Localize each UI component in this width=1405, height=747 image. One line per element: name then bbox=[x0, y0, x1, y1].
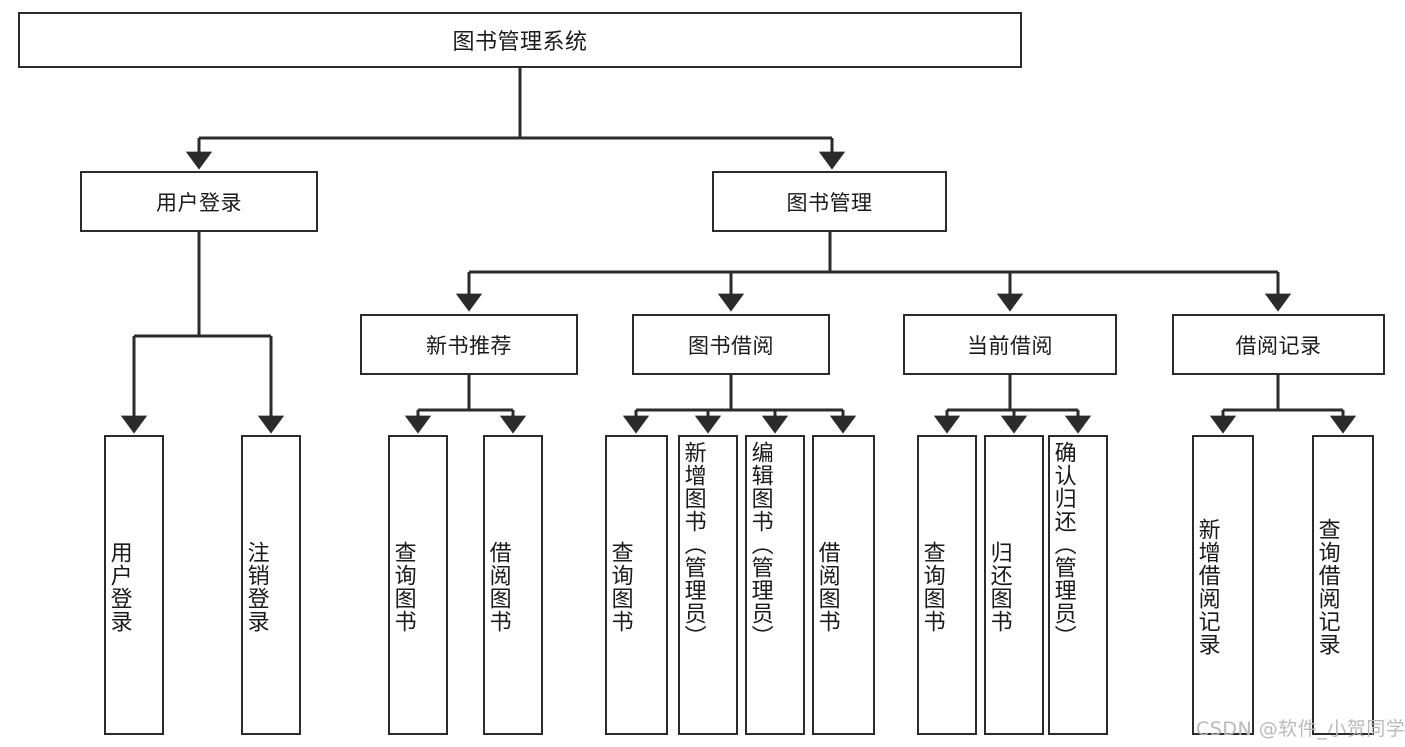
node-book-borrow[interactable]: 图书借阅 bbox=[632, 314, 830, 375]
node-label: 注销登录 bbox=[243, 541, 269, 633]
node-new-book-recommend[interactable]: 新书推荐 bbox=[360, 314, 578, 375]
node-label: 用户登录 bbox=[156, 190, 242, 215]
watermark: CSDN @软件_小贺同学 bbox=[1196, 718, 1405, 740]
node-label: 新增图书（管理员） bbox=[680, 441, 706, 648]
node-leaf-add-record[interactable]: 新增借阅记录 bbox=[1192, 435, 1254, 735]
node-label: 借阅图书 bbox=[485, 541, 511, 633]
node-leaf-logout[interactable]: 注销登录 bbox=[241, 435, 301, 735]
node-leaf-borrow-book-1[interactable]: 借阅图书 bbox=[483, 435, 543, 735]
node-label: 借阅记录 bbox=[1235, 333, 1322, 358]
node-leaf-edit-book[interactable]: 编辑图书（管理员） bbox=[745, 435, 805, 735]
node-leaf-return-book[interactable]: 归还图书 bbox=[984, 435, 1044, 735]
node-leaf-confirm-return[interactable]: 确认归还（管理员） bbox=[1048, 435, 1108, 735]
node-leaf-query-book-2[interactable]: 查询图书 bbox=[605, 435, 668, 735]
node-label: 确认归还（管理员） bbox=[1050, 441, 1076, 648]
node-user-login[interactable]: 用户登录 bbox=[80, 171, 318, 232]
node-label: 查询图书 bbox=[390, 541, 416, 633]
node-root[interactable]: 图书管理系统 bbox=[18, 12, 1022, 68]
node-current-borrow[interactable]: 当前借阅 bbox=[903, 314, 1117, 375]
node-label: 当前借阅 bbox=[967, 333, 1053, 358]
node-book-manage[interactable]: 图书管理 bbox=[712, 171, 947, 232]
node-label: 归还图书 bbox=[986, 541, 1012, 633]
node-label: 新书推荐 bbox=[426, 333, 512, 358]
node-borrow-record[interactable]: 借阅记录 bbox=[1172, 314, 1385, 375]
node-label: 查询图书 bbox=[919, 541, 945, 633]
node-label: 借阅图书 bbox=[814, 541, 840, 633]
node-label: 查询借阅记录 bbox=[1314, 518, 1340, 656]
node-label: 图书管理 bbox=[786, 190, 873, 215]
node-leaf-query-book-1[interactable]: 查询图书 bbox=[388, 435, 448, 735]
node-label: 图书管理系统 bbox=[452, 30, 588, 55]
node-leaf-user-login[interactable]: 用户登录 bbox=[104, 435, 164, 735]
node-label: 图书借阅 bbox=[688, 333, 774, 358]
node-leaf-query-book-3[interactable]: 查询图书 bbox=[917, 435, 977, 735]
node-label: 用户登录 bbox=[106, 541, 132, 633]
node-leaf-query-record[interactable]: 查询借阅记录 bbox=[1312, 435, 1374, 735]
node-leaf-add-book[interactable]: 新增图书（管理员） bbox=[678, 435, 738, 735]
node-label: 编辑图书（管理员） bbox=[747, 441, 773, 648]
node-label: 新增借阅记录 bbox=[1194, 518, 1220, 656]
node-label: 查询图书 bbox=[607, 541, 633, 633]
node-leaf-borrow-book-2[interactable]: 借阅图书 bbox=[812, 435, 875, 735]
